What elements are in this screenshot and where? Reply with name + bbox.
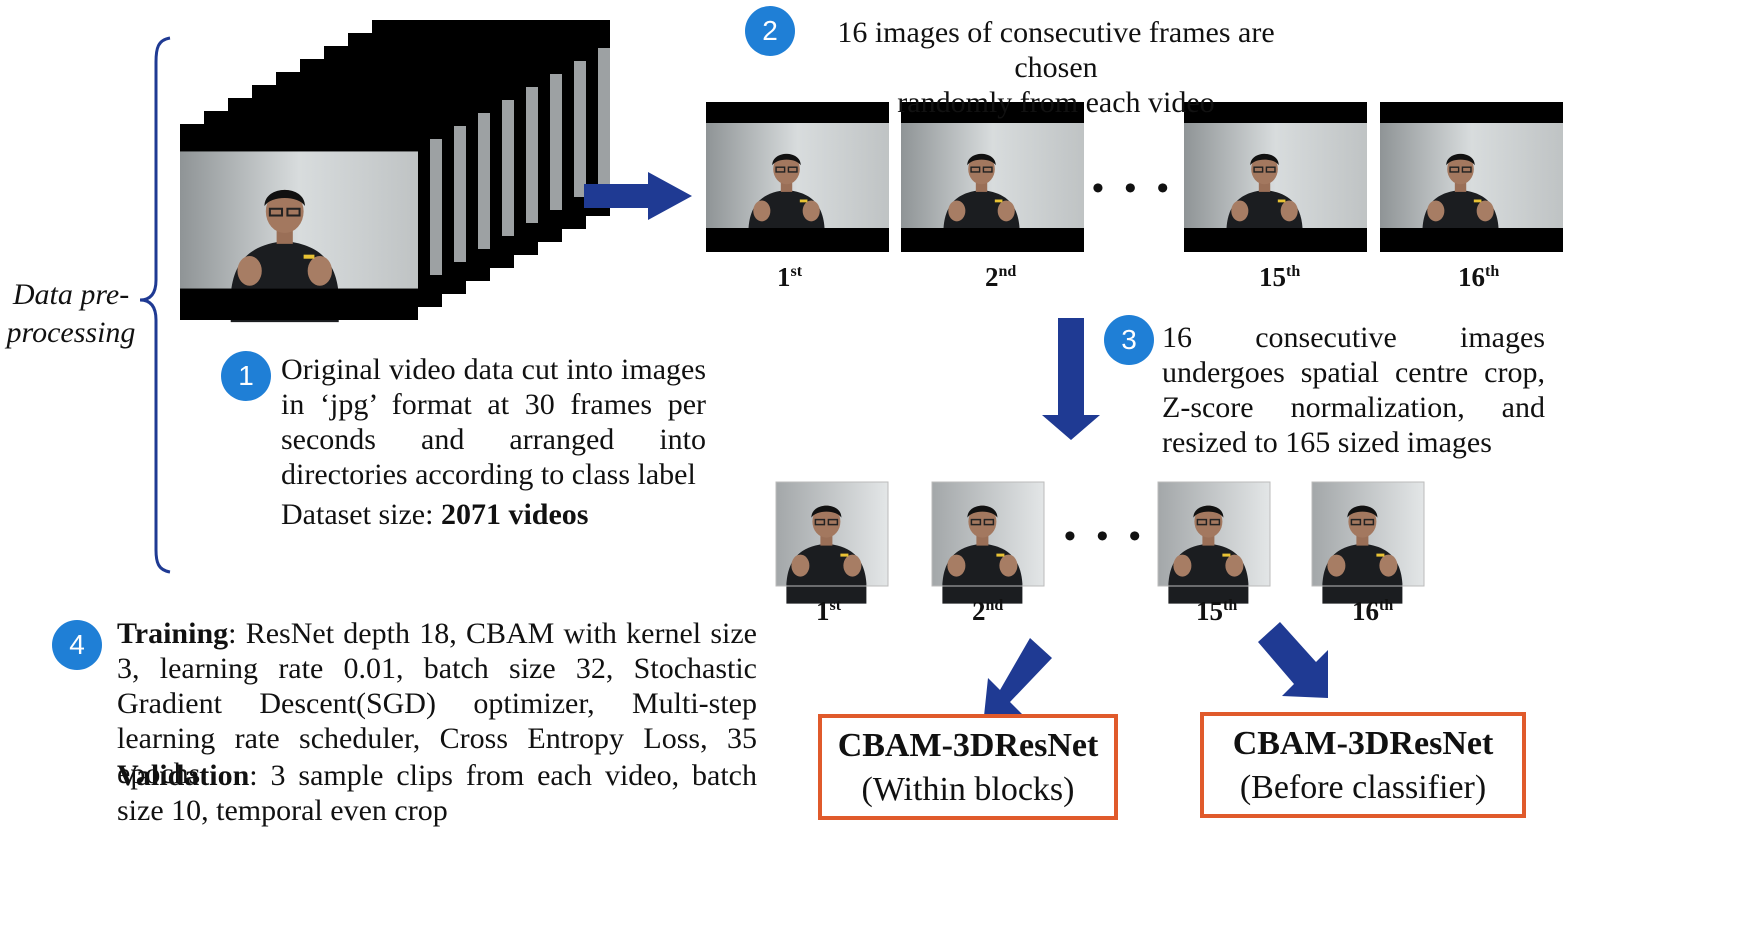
model-box-before-classifier: CBAM-3DResNet (Before classifier) [1200, 712, 1526, 818]
training-text: Training: ResNet depth 18, CBAM with ker… [117, 616, 757, 791]
bottom-frame [1157, 481, 1271, 605]
training-label: Training [117, 617, 229, 650]
top-label-1: 1st [777, 262, 802, 293]
stack-frame-front [180, 124, 418, 324]
side-label-line1: Data pre- [12, 278, 130, 311]
ordinal-number: 15 [1259, 262, 1286, 292]
ellipsis-bottom: • • • [1064, 518, 1147, 555]
ordinal-number: 16 [1352, 596, 1379, 626]
step1-dataset: Dataset size: 2071 videos [281, 497, 706, 532]
step1-text: Original video data cut into images in ‘… [281, 353, 706, 491]
ordinal-suffix: th [1485, 263, 1500, 280]
step2-line2: randomly from each video [897, 86, 1215, 119]
bottom-frame [1311, 481, 1425, 605]
step4-badge: 4 [52, 620, 102, 670]
ordinal-number: 1 [777, 262, 791, 292]
ordinal-suffix: st [790, 263, 803, 280]
bottom-frame [775, 481, 889, 605]
validation-details: : 3 sample clips from each video, batch … [117, 759, 757, 827]
ordinal-suffix: th [1379, 597, 1394, 614]
step3-badge: 3 [1104, 315, 1154, 365]
frames-top [706, 102, 1563, 252]
top-frame [706, 102, 889, 252]
video-frame-stack [180, 20, 610, 324]
validation-text: Validation: 3 sample clips from each vid… [117, 758, 757, 828]
step2-badge: 2 [745, 6, 795, 56]
frames-bottom [775, 481, 1425, 605]
bottom-frame [931, 481, 1045, 605]
ordinal-suffix: st [829, 597, 842, 614]
model-variant: (Before classifier) [1239, 769, 1487, 806]
bottom-label-16: 16th [1352, 596, 1393, 627]
ordinal-suffix: th [1286, 263, 1301, 280]
ordinal-suffix: nd [998, 263, 1017, 280]
ordinal-number: 15 [1196, 596, 1223, 626]
step2-line1: 16 images of consecutive frames are chos… [837, 16, 1275, 84]
side-label: Data pre- processing [0, 276, 142, 352]
training-details: : ResNet depth 18, CBAM with kernel size… [117, 617, 757, 790]
top-frame [901, 102, 1084, 252]
step1-badge: 1 [221, 351, 271, 401]
bottom-label-2: 2nd [972, 596, 1003, 627]
arrow-to-model-1 [984, 638, 1052, 716]
dataset-label: Dataset size: [281, 498, 441, 531]
bottom-label-1: 1st [816, 596, 841, 627]
model-name: CBAM-3DResNet [1232, 725, 1494, 762]
top-frame [1380, 102, 1563, 252]
top-label-16: 16th [1458, 262, 1499, 293]
arrow-to-model-2 [1258, 622, 1328, 698]
model-variant: (Within blocks) [861, 771, 1075, 808]
top-label-2: 2nd [985, 262, 1016, 293]
ellipsis-top: • • • [1092, 170, 1175, 207]
ordinal-suffix: nd [985, 597, 1004, 614]
dataset-value: 2071 videos [440, 498, 589, 531]
bottom-label-15: 15th [1196, 596, 1237, 627]
ordinal-suffix: th [1223, 597, 1238, 614]
ordinal-number: 16 [1458, 262, 1485, 292]
ordinal-number: 1 [816, 596, 830, 626]
model-name: CBAM-3DResNet [837, 727, 1099, 764]
side-label-line2: processing [6, 316, 136, 349]
top-label-15: 15th [1259, 262, 1300, 293]
left-brace [139, 36, 171, 574]
ordinal-number: 2 [985, 262, 999, 292]
down-arrow [1042, 318, 1100, 440]
model-box-within-blocks: CBAM-3DResNet (Within blocks) [818, 714, 1118, 820]
step2-text: 16 images of consecutive frames are chos… [806, 15, 1306, 120]
ordinal-number: 2 [972, 596, 986, 626]
validation-label: Validation [117, 759, 250, 792]
step3-text: 16 consecutive images undergoes spatial … [1162, 321, 1545, 459]
top-frame [1184, 102, 1367, 252]
right-arrow [584, 172, 692, 220]
